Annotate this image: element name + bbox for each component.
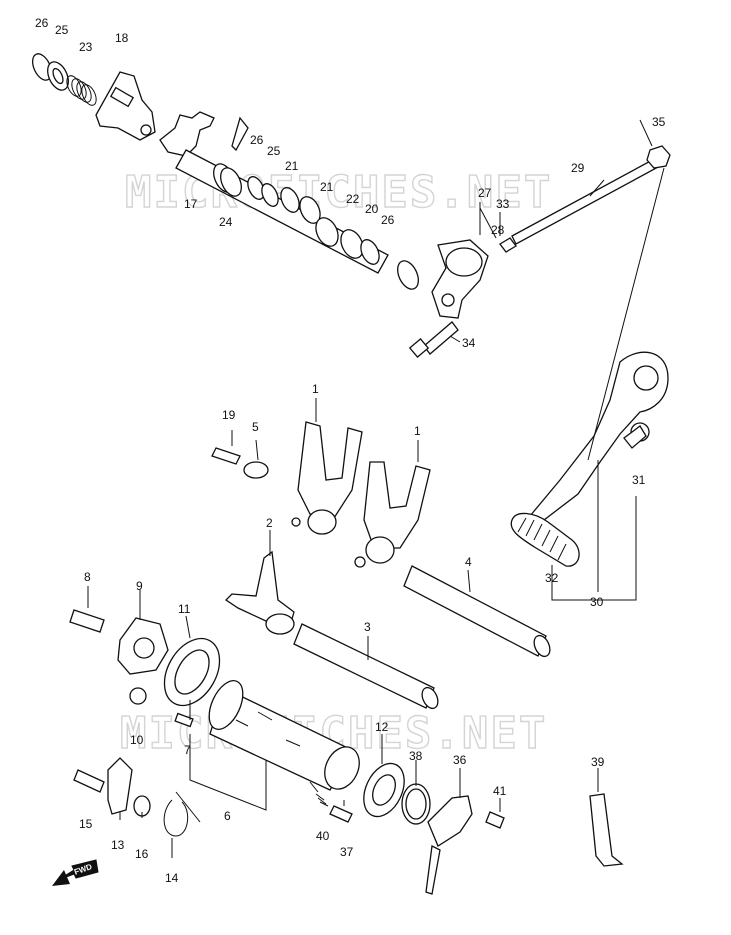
callout-34: 34 (462, 336, 476, 350)
part-25-washer (47, 61, 69, 91)
part-11-bearing (163, 637, 221, 707)
part-14-spring (163, 791, 201, 837)
part-34-bolt (408, 321, 459, 359)
callout-37: 37 (340, 845, 354, 859)
callout-27: 27 (478, 186, 492, 200)
callout-8: 8 (84, 570, 91, 584)
callout-39: 39 (591, 755, 605, 769)
part-24-spring (213, 163, 242, 197)
part-8-bolt (69, 609, 105, 633)
callout-38: 38 (409, 749, 423, 763)
part-19-bolt (211, 447, 241, 465)
part-38-o-ring (401, 783, 431, 825)
leader-lines-lever (551, 167, 665, 601)
callout-labels: 26 25 23 18 17 24 26 25 21 21 22 20 26 2… (35, 16, 666, 885)
callout-32: 32 (545, 571, 559, 585)
callout-24: 24 (219, 215, 233, 229)
callout-30: 30 (590, 595, 604, 609)
part-13-arm (107, 757, 133, 815)
callout-17: 17 (184, 197, 198, 211)
part-7-pin (174, 712, 194, 728)
callout-6: 6 (224, 809, 231, 823)
part-36-gear-position-switch (425, 795, 473, 895)
callout-9: 9 (136, 579, 143, 593)
callout-5: 5 (252, 420, 259, 434)
callout-21: 21 (285, 159, 299, 173)
fwd-arrow-icon: FWD (52, 859, 99, 886)
part-9-stopper (117, 617, 169, 675)
callout-11: 11 (178, 602, 191, 616)
part-32-pedal-rubber (510, 512, 580, 567)
callout-16: 16 (135, 847, 149, 861)
part-23-spring (66, 75, 97, 106)
part-40-spring (315, 793, 329, 807)
callout-23: 23 (79, 40, 93, 54)
part-5-washer (243, 461, 269, 479)
callout-21b: 21 (320, 180, 334, 194)
part-6-shift-drum (208, 680, 360, 791)
callout-25b: 25 (267, 144, 281, 158)
part-1-shift-fork-left (291, 421, 363, 535)
callout-40: 40 (316, 829, 330, 843)
part-33-nut (499, 237, 517, 253)
part-18-plate (95, 71, 156, 141)
part-4-fork-rod (403, 565, 551, 658)
leader-lines (87, 119, 653, 858)
shaft-collars (247, 176, 419, 290)
callout-28: 28 (491, 223, 505, 237)
callout-1b: 1 (414, 424, 421, 438)
callout-18: 18 (115, 31, 129, 45)
callout-3: 3 (364, 620, 371, 634)
part-39-clamp (589, 793, 624, 867)
callout-26c: 26 (381, 213, 395, 227)
part-3-fork-rod (293, 623, 439, 710)
callout-13: 13 (111, 838, 125, 852)
callout-20: 20 (365, 202, 379, 216)
callout-14: 14 (165, 871, 179, 885)
part-10-bolt (129, 687, 147, 705)
part-41-bolt (485, 811, 505, 829)
callout-36: 36 (453, 753, 467, 767)
callout-25: 25 (55, 23, 69, 37)
callout-15: 15 (79, 817, 93, 831)
callout-2: 2 (266, 516, 273, 530)
callout-10: 10 (130, 733, 144, 747)
part-1-shift-fork-right (354, 461, 431, 568)
part-28-link-arm (431, 239, 489, 319)
part-30-shift-lever (528, 351, 669, 521)
callout-1: 1 (312, 382, 319, 396)
callout-19: 19 (222, 408, 236, 422)
part-12-bearing (363, 762, 405, 818)
callout-26b: 26 (250, 133, 264, 147)
callout-4: 4 (465, 555, 472, 569)
callout-22: 22 (346, 192, 360, 206)
callout-41: 41 (493, 784, 507, 798)
callout-31: 31 (632, 473, 646, 487)
callout-7: 7 (184, 743, 191, 757)
part-15-bolt (73, 769, 105, 793)
part-35-nut (646, 145, 671, 169)
callout-12: 12 (375, 720, 389, 734)
callout-26: 26 (35, 16, 49, 30)
callout-35: 35 (652, 115, 666, 129)
part-37-pin (329, 805, 353, 823)
callout-33: 33 (496, 197, 510, 211)
part-2-shift-fork (224, 550, 295, 635)
callout-29: 29 (571, 161, 585, 175)
